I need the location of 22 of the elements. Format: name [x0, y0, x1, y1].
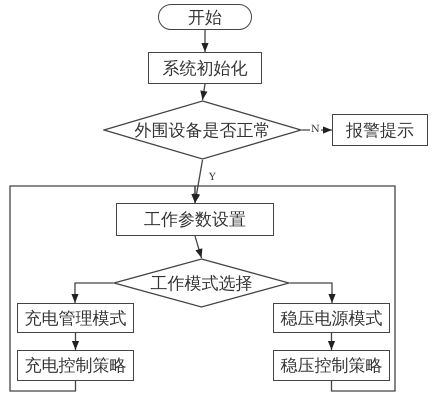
process-box: 工作参数设置 — [116, 203, 274, 236]
process-box: 稳压控制策略 — [273, 350, 390, 381]
process-box: 充电管理模式 — [17, 303, 134, 333]
process-box: 稳压电源模式 — [273, 303, 390, 333]
arrow — [302, 126, 332, 134]
arrow — [192, 160, 204, 204]
process-box: 报警提示 — [332, 114, 428, 146]
edge-label: Y — [208, 172, 217, 183]
process-box: 系统初始化 — [148, 52, 262, 84]
arrow — [290, 282, 336, 303]
arrow — [200, 84, 208, 100]
diamond-label: 外围设备是否正常 — [134, 120, 270, 142]
arrow — [328, 333, 336, 350]
arrow — [71, 282, 113, 303]
arrow — [72, 333, 80, 350]
arrow — [194, 236, 202, 258]
terminal-box: 开始 — [158, 4, 252, 30]
process-box: 充电控制策略 — [17, 350, 134, 381]
arrow — [201, 30, 209, 52]
edge-label: N — [310, 124, 321, 135]
arrow — [191, 185, 396, 392]
diamond-label: 工作模式选择 — [150, 272, 252, 294]
